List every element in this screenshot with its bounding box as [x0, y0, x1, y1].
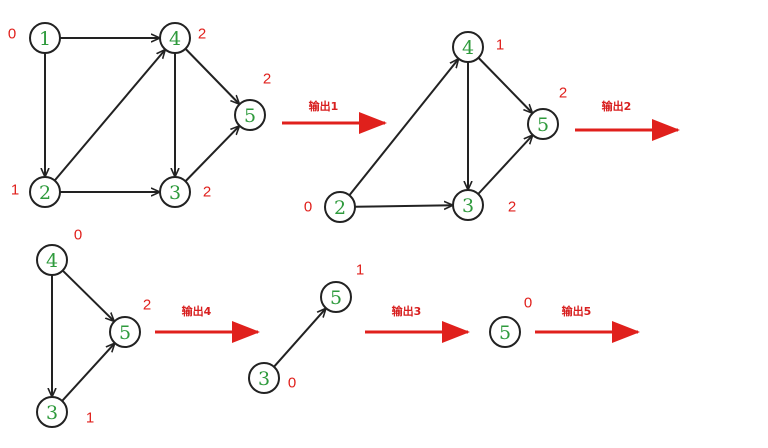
node-label: 4 [462, 37, 474, 59]
indegree-label: 1 [11, 182, 19, 199]
indegree-label: 2 [198, 26, 206, 43]
edge-3-to-5 [61, 343, 115, 402]
edge-2-to-4 [348, 59, 458, 196]
node-label: 4 [169, 28, 181, 50]
node-4: 4 [36, 244, 68, 276]
graph-3: 40 52 3 1 [36, 227, 151, 428]
indegree-label: 1 [496, 37, 504, 54]
indegree-label: 0 [74, 227, 82, 244]
node-5: 5 [234, 99, 266, 131]
step-label: 输出3 [392, 304, 422, 318]
indegree-label: 1 [356, 262, 364, 279]
node-circle [324, 191, 356, 223]
node-circle [527, 108, 559, 140]
node-label: 1 [39, 28, 51, 50]
step-label: 输出5 [562, 304, 592, 318]
step-label: 输出1 [309, 99, 339, 113]
edge-2-to-3 [354, 205, 453, 207]
step-arrow-1: 输出1 [282, 99, 387, 134]
node-5: 5 [109, 316, 141, 348]
node-label: 5 [244, 105, 256, 127]
node-circle [452, 189, 484, 221]
node-5: 5 [489, 316, 521, 348]
node-label: 4 [46, 250, 58, 272]
node-circle [109, 316, 141, 348]
node-label: 5 [330, 287, 342, 309]
node-circle [489, 316, 521, 348]
indegree-label: 1 [86, 410, 94, 427]
graph-4: 51 3 0 [248, 262, 364, 394]
node-5: 5 [527, 108, 559, 140]
node-3: 3 [452, 189, 484, 221]
node-circle [36, 244, 68, 276]
edge-4-to-5 [61, 269, 115, 322]
indegree-label: 2 [143, 297, 151, 314]
indegree-label: 0 [524, 295, 532, 312]
node-circle [452, 31, 484, 63]
node-label: 3 [258, 368, 270, 390]
indegree-label: 0 [304, 199, 312, 216]
node-3: 3 [248, 362, 280, 394]
step-label: 输出4 [182, 304, 212, 318]
node-3: 3 [159, 176, 191, 208]
step-arrow-2: 输出2 [575, 99, 680, 141]
node-5: 5 [320, 281, 352, 313]
node-label: 2 [334, 197, 346, 219]
node-2: 2 [29, 176, 61, 208]
step-label: 输出2 [602, 99, 632, 113]
node-circle [159, 22, 191, 54]
indegree-label: 2 [559, 85, 567, 102]
indegree-label: 0 [288, 375, 296, 392]
node-2: 2 [324, 191, 356, 223]
node-circle [29, 176, 61, 208]
indegree-label: 2 [508, 199, 516, 216]
node-circle [320, 281, 352, 313]
node-label: 3 [46, 402, 58, 424]
node-label: 2 [39, 182, 51, 204]
node-label: 5 [119, 322, 131, 344]
indegree-label: 2 [203, 184, 211, 201]
edge-3-to-5 [273, 308, 326, 368]
node-1: 1 [29, 22, 61, 54]
node-circle [159, 176, 191, 208]
node-4: 4 [452, 31, 484, 63]
node-circle [29, 22, 61, 54]
node-4: 4 [159, 22, 191, 54]
graph-5: 50 [489, 295, 532, 348]
edge-4-to-5 [184, 48, 239, 105]
edge-4-to-5 [477, 57, 532, 114]
node-circle [36, 396, 68, 428]
step-arrow-5: 输出5 [535, 304, 640, 343]
edge-2-to-4 [53, 49, 166, 182]
indegree-label: 2 [263, 71, 271, 88]
node-label: 5 [499, 322, 511, 344]
node-label: 3 [169, 182, 181, 204]
step-arrow-3: 输出4 [155, 304, 260, 343]
node-label: 3 [462, 195, 474, 217]
edge-3-to-5 [477, 135, 533, 195]
edge-3-to-5 [184, 126, 239, 182]
step-arrow-4: 输出3 [365, 304, 470, 343]
node-circle [234, 99, 266, 131]
node-label: 5 [537, 114, 549, 136]
node-3: 3 [36, 396, 68, 428]
node-circle [248, 362, 280, 394]
indegree-label: 0 [8, 26, 16, 43]
